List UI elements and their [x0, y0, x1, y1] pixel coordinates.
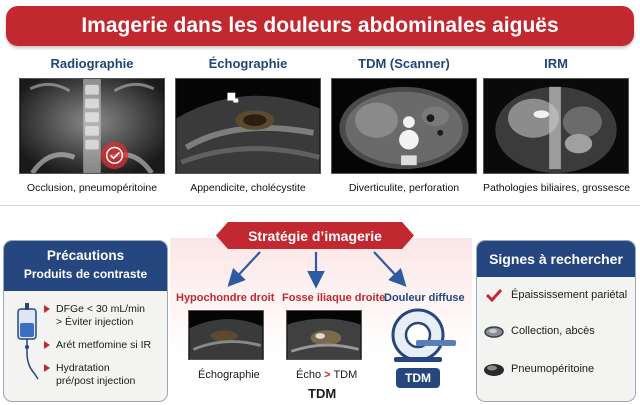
modality-title: Échographie [208, 56, 288, 71]
tdm-badge: TDM [396, 368, 440, 388]
zone-fosse-iliaque: Fosse iliaque droite [282, 292, 386, 304]
signe-label: Collection, abcès [511, 325, 595, 337]
ct-image [331, 78, 477, 174]
caption-arrow: > [324, 369, 331, 381]
precaution-line: pré/post injection [56, 375, 136, 387]
signes-panel: Signes à rechercher Épaississement parié… [476, 240, 636, 402]
strategy-title: Stratégie d’imagerie [248, 227, 382, 244]
precautions-panel: Précautions Produits de contraste DFGe <… [3, 240, 168, 402]
signe-label: Épaississement pariétal [511, 289, 628, 301]
ultrasound-thumb [188, 310, 264, 360]
list-item: Arét metfomine si IR [44, 339, 166, 352]
precautions-subtitle: Produits de contraste [23, 267, 148, 281]
zone-douleur-diffuse: Douleur diffuse [384, 292, 465, 304]
list-item: Pneumopéritoine [483, 361, 594, 377]
tdm-label: TDM [308, 386, 337, 401]
modality-caption: Appendicite, cholécystite [190, 182, 306, 194]
list-item: Hydratation pré/post injection [44, 362, 166, 388]
strategy-banner: Stratégie d’imagerie [216, 222, 414, 249]
air-icon [483, 361, 505, 377]
precaution-line: Arét metfomine si IR [56, 339, 152, 351]
modality-title: Radiographie [50, 56, 134, 71]
bullet-arrow-icon [44, 364, 50, 372]
contrast-syringe-icon [17, 303, 39, 380]
title-banner: Imagerie dans les douleurs abdominales a… [6, 6, 634, 46]
signe-label: Pneumopéritoine [511, 363, 595, 375]
signes-title: Signes à rechercher [489, 251, 623, 267]
precaution-line: > Éviter injection [56, 316, 134, 328]
bullet-arrow-icon [44, 305, 50, 313]
bullet-arrow-icon [44, 341, 50, 349]
modality-radiographie: Radiographie Occlusion, pneumopéritoine [19, 56, 165, 194]
modality-caption: Occlusion, pneumopéritoine [26, 182, 158, 194]
arrow-left-icon [227, 251, 261, 287]
ultrasound-image [175, 78, 321, 174]
check-icon [483, 287, 505, 303]
modality-caption: Pathologies biliaires, grossesce [483, 182, 631, 194]
strategy-arrows [227, 251, 407, 289]
zone-hypochondre: Hypochondre droit [176, 292, 275, 304]
zone-caption: Échographie [198, 369, 260, 381]
precaution-line: Hydratation [56, 362, 110, 374]
precautions-list: DFGe < 30 mL/min > Éviter injection Arét… [44, 303, 166, 398]
modality-tdm: TDM (Scanner) Diverticulite, perforation [331, 56, 477, 194]
list-item: DFGe < 30 mL/min > Éviter injection [44, 303, 166, 329]
modality-caption: Diverticulite, perforation [348, 182, 460, 194]
precaution-line: DFGe < 30 mL/min [56, 303, 145, 315]
caption-tdm: TDM [333, 369, 358, 381]
list-item: Épaississement pariétal [483, 287, 627, 303]
xray-image [19, 78, 165, 174]
ultrasound-thumb [286, 310, 362, 360]
modality-title: TDM (Scanner) [358, 56, 450, 71]
ct-scanner-icon [391, 308, 456, 362]
tdm-badge-label: TDM [405, 371, 431, 385]
list-item: Collection, abcès [483, 323, 595, 339]
signes-header: Signes à rechercher [477, 241, 635, 277]
caption-echo: Écho [296, 369, 322, 381]
page-title: Imagerie dans les douleurs abdominales a… [81, 14, 559, 37]
collection-icon [483, 323, 505, 339]
section-divider [0, 205, 640, 206]
modality-echographie: Échographie Appendicite, cholécystite [175, 56, 321, 194]
arrow-right-icon [373, 251, 407, 287]
precautions-title: Précautions [46, 248, 125, 263]
modality-irm: IRM Pathologies biliaires, grossesce [483, 56, 631, 194]
precautions-header: Précautions Produits de contraste [4, 241, 167, 291]
modality-title: IRM [544, 56, 568, 71]
mri-image [483, 78, 629, 174]
zone-caption: Écho > TDM [296, 369, 357, 381]
